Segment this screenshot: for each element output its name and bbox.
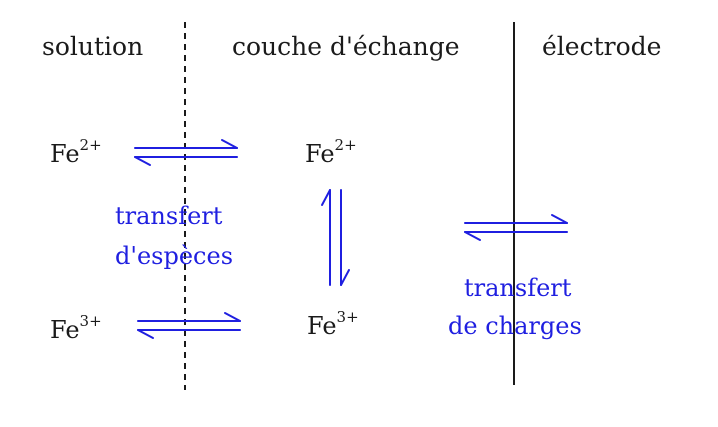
fe3-solution-base: Fe	[50, 316, 80, 344]
header-solution: solution	[42, 32, 143, 61]
header-electrode: électrode	[542, 32, 661, 61]
fe3-solution-charge: 3+	[80, 312, 102, 330]
fe2-solution-base: Fe	[50, 140, 80, 168]
equilibrium-arrow-fe2	[134, 139, 238, 166]
label-charge-transfer-2: de charges	[448, 312, 582, 340]
equilibrium-arrow-vertical	[321, 189, 350, 286]
fe3-layer-base: Fe	[307, 312, 337, 340]
header-exchange-layer: couche d'échange	[232, 32, 460, 61]
equilibrium-arrow-fe3	[137, 312, 241, 339]
fe3-layer: Fe3+	[307, 308, 359, 340]
label-species-transfer-2: d'espèces	[115, 242, 233, 270]
fe3-layer-charge: 3+	[337, 308, 359, 326]
fe2-solution-charge: 2+	[80, 136, 102, 154]
label-charge-transfer-1: transfert	[464, 274, 572, 302]
equilibrium-arrow-electrode	[464, 214, 568, 241]
fe2-layer-base: Fe	[305, 140, 335, 168]
fe2-layer: Fe2+	[305, 136, 357, 168]
fe2-layer-charge: 2+	[335, 136, 357, 154]
fe3-solution: Fe3+	[50, 312, 102, 344]
label-species-transfer-1: transfert	[115, 202, 223, 230]
fe2-solution: Fe2+	[50, 136, 102, 168]
